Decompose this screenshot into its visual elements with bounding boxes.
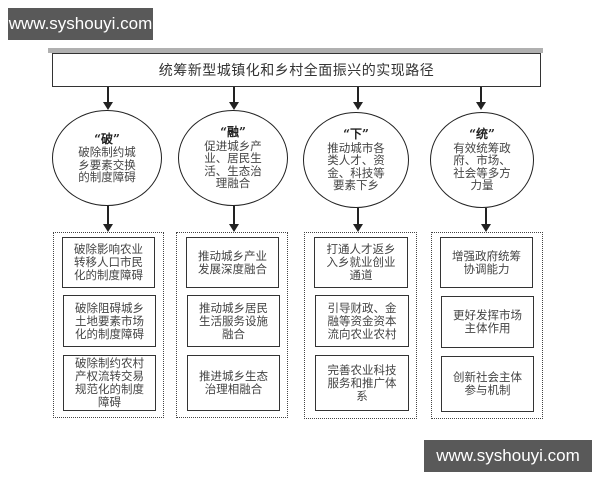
measure-text: 破除制约农村产权流转交易规范化的制度障碍 xyxy=(75,356,144,409)
measure-box: 更好发挥市场主体作用 xyxy=(441,296,534,348)
measure-text: 更好发挥市场主体作用 xyxy=(453,308,522,335)
measure-box: 推动城乡产业发展深度融合 xyxy=(186,237,279,288)
category-circle-rong: “融” 促进城乡产业、居民生活、生态治理融合 xyxy=(178,110,288,206)
category-description: 推动城市各类人才、资金、科技等要素下乡 xyxy=(327,140,385,193)
watermark-bottom: www.syshouyi.com xyxy=(424,440,592,472)
diagram-title: 统筹新型城镇化和乡村全面振兴的实现路径 xyxy=(158,63,435,79)
measure-text: 破除阻碍城乡土地要素市场化的制度障碍 xyxy=(75,300,144,341)
measure-box: 推进城乡生态治理相融合 xyxy=(187,355,280,411)
measure-box: 打通人才返乡入乡就业创业通道 xyxy=(314,237,408,288)
measure-text: 破除影响农业转移人口市民化的制度障碍 xyxy=(74,242,143,282)
arrow-down-icon xyxy=(103,224,113,232)
connector-line-4b xyxy=(485,208,487,224)
arrow-down-icon xyxy=(353,224,363,232)
measure-text: 完善农业科技服务和推广体系 xyxy=(327,362,397,403)
arrow-down-icon xyxy=(481,224,491,232)
measure-text: 推动城乡产业发展深度融合 xyxy=(198,248,267,276)
connector-line-3b xyxy=(357,208,359,224)
measure-text: 增强政府统筹协调能力 xyxy=(452,248,521,276)
connector-line-1b xyxy=(107,206,109,224)
category-description: 有效统筹政府、市场、社会等多方力量 xyxy=(453,140,511,193)
category-key: “统” xyxy=(469,127,495,142)
category-circle-tong: “统” 有效统筹政府、市场、社会等多方力量 xyxy=(430,112,534,208)
measure-text: 推动城乡居民生活服务设施融合 xyxy=(199,300,268,341)
measure-box: 引导财政、金融等资金资本流向农业农村 xyxy=(315,295,409,347)
connector-line-1a xyxy=(107,87,109,103)
category-key: “下” xyxy=(343,127,369,142)
arrow-down-icon xyxy=(476,102,486,110)
measure-box: 创新社会主体参与机制 xyxy=(441,356,534,412)
watermark-top: www.syshouyi.com xyxy=(8,8,153,40)
measure-box: 完善农业科技服务和推广体系 xyxy=(315,355,409,411)
category-key: “破” xyxy=(94,131,120,146)
category-description: 破除制约城乡要素交换的制度障碍 xyxy=(78,145,136,184)
connector-line-3a xyxy=(357,87,359,103)
measure-text: 打通人才返乡入乡就业创业通道 xyxy=(326,242,396,282)
arrow-down-icon xyxy=(103,102,113,110)
measure-box: 破除影响农业转移人口市民化的制度障碍 xyxy=(62,237,155,288)
arrow-down-icon xyxy=(353,102,363,110)
category-circle-xia: “下” 推动城市各类人才、资金、科技等要素下乡 xyxy=(303,112,409,208)
category-key: “融” xyxy=(220,125,246,140)
connector-line-2b xyxy=(233,206,235,224)
measure-box: 破除阻碍城乡土地要素市场化的制度障碍 xyxy=(63,295,156,347)
category-circle-po: “破” 破除制约城乡要素交换的制度障碍 xyxy=(52,110,162,206)
arrow-down-icon xyxy=(229,102,239,110)
arrow-down-icon xyxy=(229,224,239,232)
header-divider xyxy=(48,48,543,53)
connector-line-2a xyxy=(233,87,235,103)
measure-text: 推进城乡生态治理相融合 xyxy=(199,369,268,396)
category-description: 促进城乡产业、居民生活、生态治理融合 xyxy=(204,138,262,191)
diagram-title-box: 统筹新型城镇化和乡村全面振兴的实现路径 xyxy=(52,53,541,87)
measure-box: 推动城乡居民生活服务设施融合 xyxy=(187,295,280,347)
measure-text: 创新社会主体参与机制 xyxy=(453,370,522,397)
measure-box: 增强政府统筹协调能力 xyxy=(440,237,533,288)
measure-box: 破除制约农村产权流转交易规范化的制度障碍 xyxy=(63,355,156,411)
measure-text: 引导财政、金融等资金资本流向农业农村 xyxy=(327,300,397,341)
connector-line-4a xyxy=(480,87,482,103)
